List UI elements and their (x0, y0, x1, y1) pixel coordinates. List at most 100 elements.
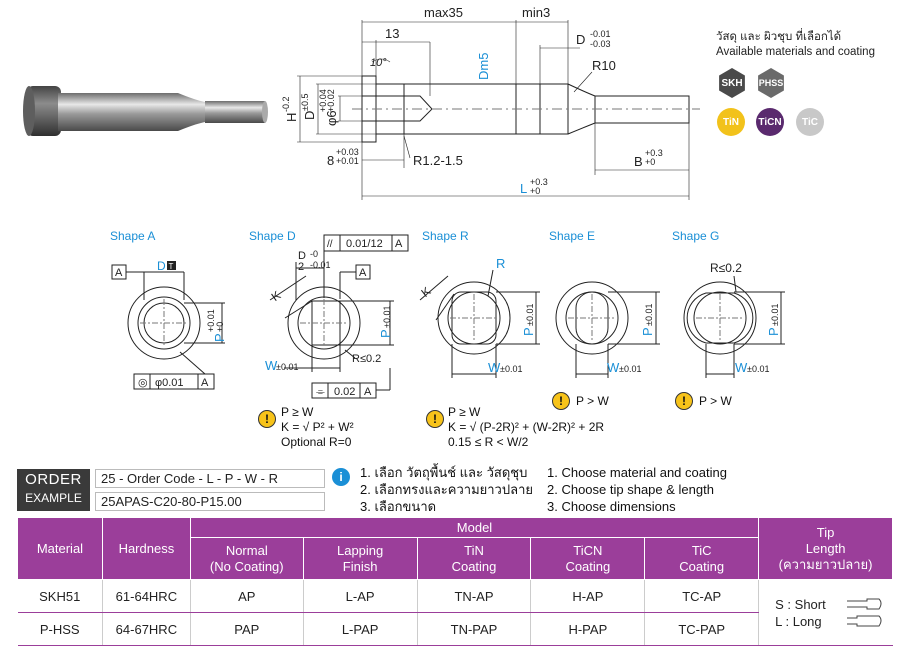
shape-e-warning-icon: ! (552, 392, 570, 410)
dim-D05: D (302, 111, 317, 120)
shape-d-formula-2: K = √ P² + W² (281, 420, 354, 434)
step-en-2: 2. Choose tip shape & length (547, 482, 714, 497)
dim-13: 13 (385, 26, 399, 41)
shape-g-warning-icon: ! (675, 392, 693, 410)
shape-a-title: Shape A (110, 229, 156, 243)
shape-d-r: R≤0.2 (352, 353, 381, 365)
shape-g-w-tol: ±0.01 (747, 364, 769, 374)
dim-phi6-tol-top: +0.04 (318, 89, 328, 112)
tip-long: L : Long (775, 613, 822, 629)
dim-D: D (576, 32, 585, 47)
shape-g-p: P (766, 327, 781, 336)
header-tip-2: Length (805, 540, 846, 556)
shape-d-formula: P ≥ W K = √ P² + W² Optional R=0 (281, 405, 354, 450)
shape-d-warning-icon: ! (258, 410, 276, 428)
badge-tin: TiN (717, 108, 745, 136)
cell-model: TN-AP (417, 579, 532, 613)
shape-a-d: D (157, 259, 166, 273)
shape-d-sym-ref: A (364, 386, 372, 398)
model-table: Material Hardness Model Tip Length (ความ… (17, 517, 893, 646)
header-tin-2: Coating (451, 558, 497, 574)
header-lapping-2: Finish (342, 558, 378, 574)
order-example-label: ORDER EXAMPLE (17, 469, 90, 511)
step-th-2: 2. เลือกทรงและความยาวปลาย (360, 482, 533, 497)
shape-d-w-tol: ±0.01 (276, 362, 298, 372)
dim-8: 8 (327, 153, 334, 168)
shape-e-p-tol: ±0.01 (644, 304, 654, 326)
header-tic-2: Coating (679, 558, 725, 574)
shape-e-w: W (607, 360, 620, 375)
short-tip-icon (847, 598, 882, 609)
dim-min3: min3 (522, 5, 550, 20)
cell-model: TN-PAP (417, 612, 532, 646)
badge-ticn: TiCN (756, 108, 784, 136)
shape-r-formula: P ≥ W K = √ (P-2R)² + (W-2R)² + 2R 0.15 … (448, 405, 604, 450)
header-ticn-1: TiCN (573, 542, 603, 558)
cell-model: PAP (190, 612, 304, 646)
order-label-2: EXAMPLE (25, 491, 82, 505)
header-lapping-1: Lapping (336, 542, 384, 558)
dim-max35: max35 (424, 5, 463, 20)
dim-B: B (634, 154, 643, 169)
shape-e-w-tol: ±0.01 (619, 364, 641, 374)
header-tip-length: Tip Length (ความยาวปลาย) (758, 517, 893, 580)
tip-short: S : Short (775, 596, 826, 612)
shape-d-sym-sym: ⌯ (316, 386, 325, 398)
info-icon: i (332, 468, 350, 486)
dim-phi6-tol-bot: +0.02 (326, 89, 336, 112)
cell-model: TC-PAP (644, 612, 760, 646)
shape-r-formula-2: K = √ (P-2R)² + (W-2R)² + 2R (448, 420, 605, 434)
cell-hardness: 61-64HRC (102, 579, 191, 613)
materials-title-th: วัสดุ และ ผิวชุบ ที่เลือกได้ (716, 31, 842, 43)
shape-d-formula-1: P ≥ W (281, 405, 314, 419)
dim-8-tol-top: +0.03 (336, 147, 359, 157)
shape-d-par-val: 0.01/12 (346, 238, 383, 250)
dim-B-tol-bot: +0 (645, 157, 655, 167)
dim-Dm5: Dm5 (476, 53, 491, 80)
shape-d-par-ref: A (395, 238, 403, 250)
shape-d-title: Shape D (249, 229, 296, 243)
shape-d-d-tol: -0 (310, 249, 318, 259)
step-th-1: 1. เลือก วัตถุพื้นช์ และ วัสดุชุบ (360, 465, 528, 480)
shape-r-w-tol: ±0.01 (500, 364, 522, 374)
cell-model: H-AP (530, 579, 646, 613)
cell-material: P-HSS (17, 612, 103, 646)
cell-model: TC-AP (644, 579, 760, 613)
header-hardness: Hardness (101, 517, 191, 580)
shape-a-t: T (169, 262, 174, 271)
shape-d-d: D (298, 250, 306, 262)
shape-a-tol-sym: ◎ (138, 377, 148, 389)
header-tin-1: TiN (464, 542, 484, 558)
cell-model: AP (190, 579, 304, 613)
shape-d-d2-tol: -0.01 (310, 260, 331, 270)
order-label-1: ORDER (25, 471, 82, 488)
shape-a-p-tol-bot: +0 (215, 322, 225, 332)
dim-H-tol: -0.2 (281, 96, 291, 112)
header-tic-1: TiC (691, 542, 712, 558)
cell-model: H-PAP (530, 612, 646, 646)
shape-d-p-tol: ±0.01 (382, 306, 392, 328)
dim-8-tol-bot: +0.01 (336, 156, 359, 166)
order-format: 25 - Order Code - L - P - W - R (95, 469, 325, 488)
shape-g-p-tol: ±0.01 (770, 304, 780, 326)
header-tip-1: Tip (816, 524, 835, 540)
shape-r-warning-icon: ! (426, 410, 444, 428)
badge-skh: SKH (719, 68, 745, 98)
dim-L-tol-top: +0.3 (530, 177, 548, 187)
dim-L: L (520, 181, 527, 196)
cell-material: SKH51 (17, 579, 103, 613)
shape-r-p: P (521, 327, 536, 336)
header-normal-1: Normal (225, 542, 268, 558)
dim-D-tol-bot: -0.03 (590, 39, 611, 49)
shape-r-formula-1: P ≥ W (448, 405, 481, 419)
badge-tic: TiC (796, 108, 824, 136)
header-normal-2: (No Coating) (209, 558, 284, 574)
shape-d-formula-3: Optional R=0 (281, 435, 352, 449)
